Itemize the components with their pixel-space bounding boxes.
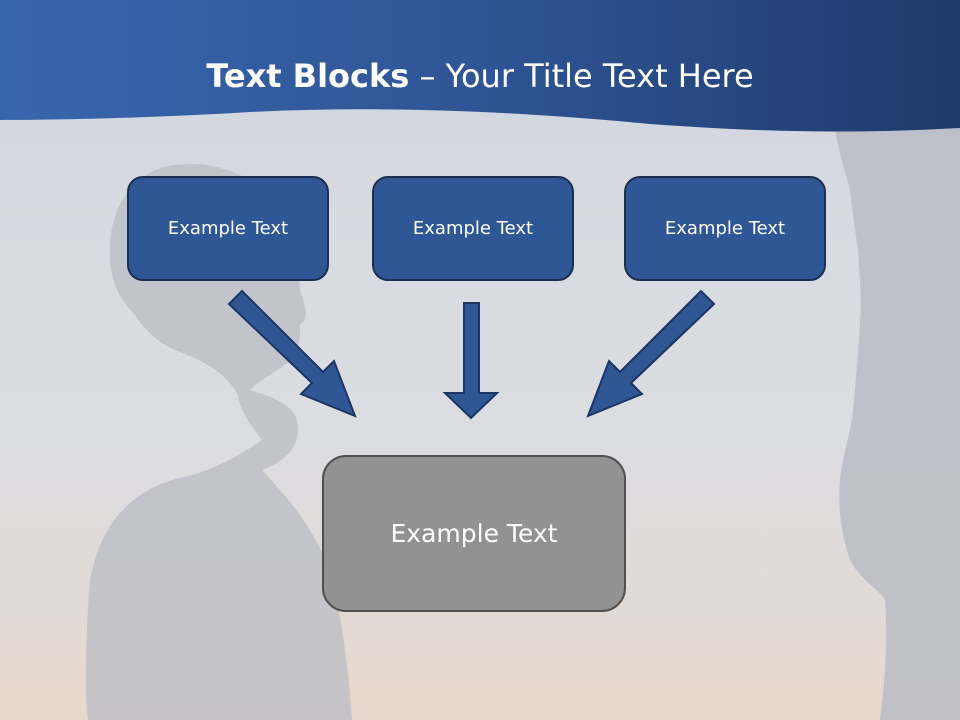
- arrow-center: [442, 302, 500, 420]
- slide-title-rest: – Your Title Text Here: [409, 57, 754, 95]
- text-block-right: Example Text: [624, 176, 826, 281]
- result-block: Example Text: [322, 455, 626, 612]
- title-band: [0, 0, 960, 132]
- person-silhouette-right: [835, 128, 960, 720]
- arrow-right: [586, 289, 716, 418]
- text-block-left: Example Text: [127, 176, 329, 281]
- result-block-label: Example Text: [390, 519, 558, 548]
- text-block-right-label: Example Text: [664, 218, 786, 239]
- person-silhouette-left: [85, 164, 352, 720]
- slide-title: Text Blocks – Your Title Text Here: [0, 52, 960, 100]
- arrow-left: [227, 289, 357, 418]
- title-band-shape: [0, 0, 960, 132]
- slide-title-bold: Text Blocks: [206, 57, 410, 95]
- text-block-center-label: Example Text: [412, 218, 534, 239]
- text-block-center: Example Text: [372, 176, 574, 281]
- text-block-left-label: Example Text: [167, 218, 289, 239]
